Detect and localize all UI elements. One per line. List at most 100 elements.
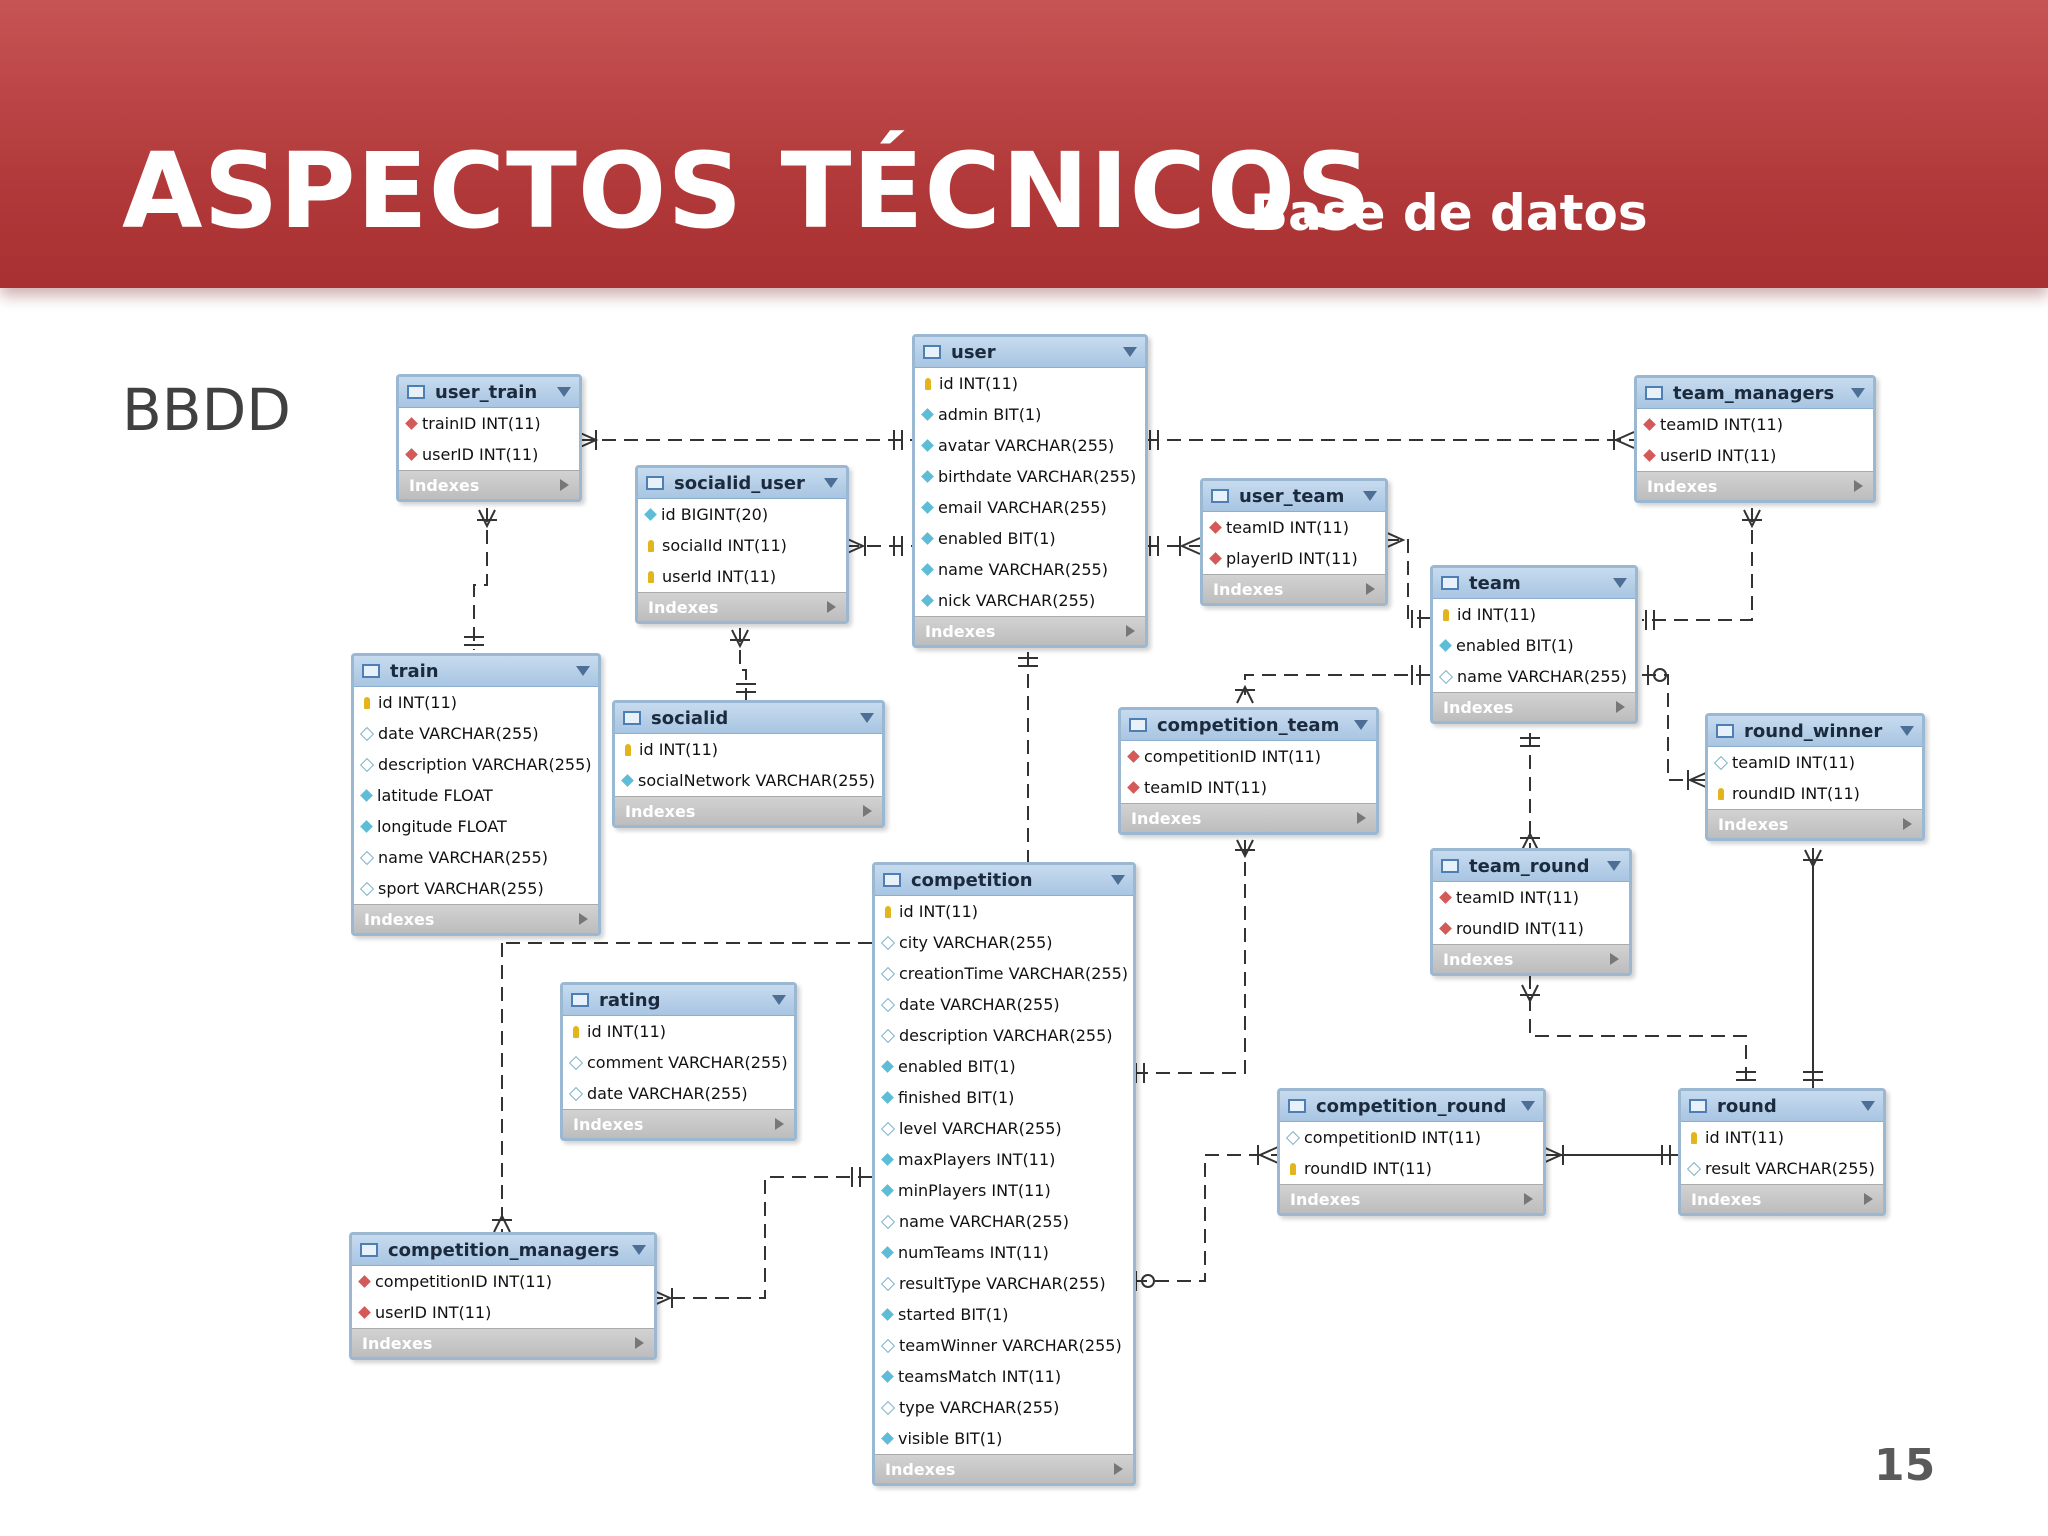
expand-arrow-icon[interactable] bbox=[1126, 625, 1135, 637]
table-header[interactable]: train bbox=[354, 656, 598, 687]
expand-arrow-icon[interactable] bbox=[827, 601, 836, 613]
column-row[interactable]: teamID INT(11) bbox=[1121, 772, 1376, 803]
indexes-bar[interactable]: Indexes bbox=[1280, 1184, 1543, 1213]
column-row[interactable]: userID INT(11) bbox=[352, 1297, 654, 1328]
chevron-down-icon[interactable] bbox=[860, 713, 874, 723]
chevron-down-icon[interactable] bbox=[1363, 491, 1377, 501]
column-row[interactable]: type VARCHAR(255) bbox=[875, 1392, 1133, 1423]
chevron-down-icon[interactable] bbox=[1613, 578, 1627, 588]
column-row[interactable]: id INT(11) bbox=[875, 896, 1133, 927]
column-row[interactable]: competitionID INT(11) bbox=[352, 1266, 654, 1297]
indexes-bar[interactable]: Indexes bbox=[875, 1454, 1133, 1483]
column-row[interactable]: finished BIT(1) bbox=[875, 1082, 1133, 1113]
column-row[interactable]: nick VARCHAR(255) bbox=[915, 585, 1145, 616]
column-row[interactable]: playerID INT(11) bbox=[1203, 543, 1385, 574]
expand-arrow-icon[interactable] bbox=[775, 1118, 784, 1130]
expand-arrow-icon[interactable] bbox=[1864, 1193, 1873, 1205]
column-row[interactable]: comment VARCHAR(255) bbox=[563, 1047, 794, 1078]
chevron-down-icon[interactable] bbox=[632, 1245, 646, 1255]
column-row[interactable]: result VARCHAR(255) bbox=[1681, 1153, 1883, 1184]
column-row[interactable]: sport VARCHAR(255) bbox=[354, 873, 598, 904]
column-row[interactable]: name VARCHAR(255) bbox=[875, 1206, 1133, 1237]
column-row[interactable]: socialNetwork VARCHAR(255) bbox=[615, 765, 882, 796]
column-row[interactable]: description VARCHAR(255) bbox=[354, 749, 598, 780]
column-row[interactable]: teamsMatch INT(11) bbox=[875, 1361, 1133, 1392]
chevron-down-icon[interactable] bbox=[1900, 726, 1914, 736]
column-row[interactable]: longitude FLOAT bbox=[354, 811, 598, 842]
column-row[interactable]: date VARCHAR(255) bbox=[354, 718, 598, 749]
column-row[interactable]: id INT(11) bbox=[354, 687, 598, 718]
column-row[interactable]: id INT(11) bbox=[615, 734, 882, 765]
column-row[interactable]: name VARCHAR(255) bbox=[354, 842, 598, 873]
column-row[interactable]: teamWinner VARCHAR(255) bbox=[875, 1330, 1133, 1361]
indexes-bar[interactable]: Indexes bbox=[915, 616, 1145, 645]
chevron-down-icon[interactable] bbox=[1861, 1101, 1875, 1111]
column-row[interactable]: competitionID INT(11) bbox=[1121, 741, 1376, 772]
column-row[interactable]: started BIT(1) bbox=[875, 1299, 1133, 1330]
expand-arrow-icon[interactable] bbox=[1366, 583, 1375, 595]
column-row[interactable]: name VARCHAR(255) bbox=[915, 554, 1145, 585]
column-row[interactable]: userId INT(11) bbox=[638, 561, 846, 592]
indexes-bar[interactable]: Indexes bbox=[354, 904, 598, 933]
column-row[interactable]: enabled BIT(1) bbox=[875, 1051, 1133, 1082]
column-row[interactable]: teamID INT(11) bbox=[1637, 409, 1873, 440]
column-row[interactable]: enabled BIT(1) bbox=[1433, 630, 1635, 661]
indexes-bar[interactable]: Indexes bbox=[1637, 471, 1873, 500]
indexes-bar[interactable]: Indexes bbox=[563, 1109, 794, 1138]
table-header[interactable]: round bbox=[1681, 1091, 1883, 1122]
column-row[interactable]: userID INT(11) bbox=[1637, 440, 1873, 471]
indexes-bar[interactable]: Indexes bbox=[1121, 803, 1376, 832]
indexes-bar[interactable]: Indexes bbox=[352, 1328, 654, 1357]
chevron-down-icon[interactable] bbox=[824, 478, 838, 488]
column-row[interactable]: roundID INT(11) bbox=[1433, 913, 1629, 944]
column-row[interactable]: creationTime VARCHAR(255) bbox=[875, 958, 1133, 989]
column-row[interactable]: trainID INT(11) bbox=[399, 408, 579, 439]
table-header[interactable]: team_round bbox=[1433, 851, 1629, 882]
column-row[interactable]: latitude FLOAT bbox=[354, 780, 598, 811]
table-header[interactable]: competition bbox=[875, 865, 1133, 896]
indexes-bar[interactable]: Indexes bbox=[1203, 574, 1385, 603]
column-row[interactable]: numTeams INT(11) bbox=[875, 1237, 1133, 1268]
column-row[interactable]: teamID INT(11) bbox=[1708, 747, 1922, 778]
column-row[interactable]: id BIGINT(20) bbox=[638, 499, 846, 530]
chevron-down-icon[interactable] bbox=[772, 995, 786, 1005]
table-header[interactable]: competition_managers bbox=[352, 1235, 654, 1266]
expand-arrow-icon[interactable] bbox=[1903, 818, 1912, 830]
chevron-down-icon[interactable] bbox=[1354, 720, 1368, 730]
column-row[interactable]: date VARCHAR(255) bbox=[563, 1078, 794, 1109]
column-row[interactable]: id INT(11) bbox=[563, 1016, 794, 1047]
column-row[interactable]: city VARCHAR(255) bbox=[875, 927, 1133, 958]
column-row[interactable]: name VARCHAR(255) bbox=[1433, 661, 1635, 692]
indexes-bar[interactable]: Indexes bbox=[1433, 944, 1629, 973]
column-row[interactable]: roundID INT(11) bbox=[1708, 778, 1922, 809]
chevron-down-icon[interactable] bbox=[576, 666, 590, 676]
column-row[interactable]: enabled BIT(1) bbox=[915, 523, 1145, 554]
expand-arrow-icon[interactable] bbox=[1524, 1193, 1533, 1205]
column-row[interactable]: teamID INT(11) bbox=[1203, 512, 1385, 543]
expand-arrow-icon[interactable] bbox=[579, 913, 588, 925]
column-row[interactable]: id INT(11) bbox=[915, 368, 1145, 399]
table-header[interactable]: user_train bbox=[399, 377, 579, 408]
expand-arrow-icon[interactable] bbox=[1616, 701, 1625, 713]
expand-arrow-icon[interactable] bbox=[863, 805, 872, 817]
chevron-down-icon[interactable] bbox=[1111, 875, 1125, 885]
table-header[interactable]: team bbox=[1433, 568, 1635, 599]
table-header[interactable]: user bbox=[915, 337, 1145, 368]
indexes-bar[interactable]: Indexes bbox=[615, 796, 882, 825]
column-row[interactable]: date VARCHAR(255) bbox=[875, 989, 1133, 1020]
column-row[interactable]: maxPlayers INT(11) bbox=[875, 1144, 1133, 1175]
column-row[interactable]: admin BIT(1) bbox=[915, 399, 1145, 430]
column-row[interactable]: visible BIT(1) bbox=[875, 1423, 1133, 1454]
chevron-down-icon[interactable] bbox=[1851, 388, 1865, 398]
